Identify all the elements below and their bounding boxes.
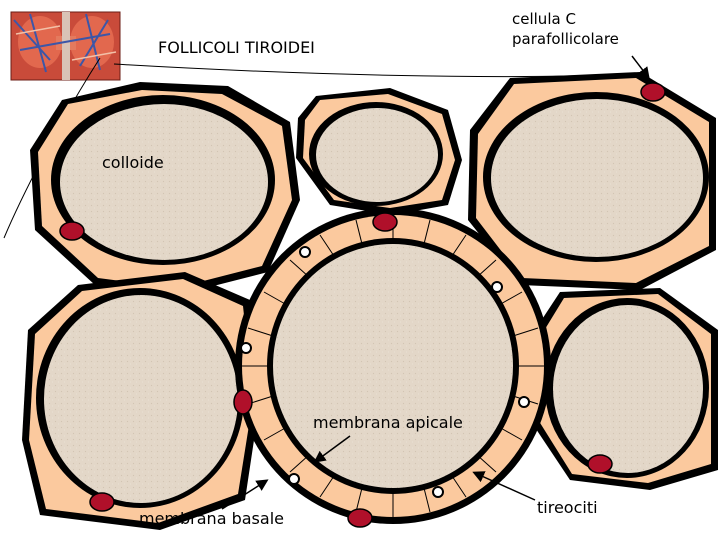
follicle-bottom-left: [22, 272, 260, 530]
vesicle-icon: [240, 342, 252, 354]
vesicles: [240, 246, 530, 498]
c-cell-icon: [233, 389, 253, 415]
c-cells: [59, 82, 666, 528]
label-apical-membrane: membrana apicale: [313, 413, 463, 432]
label-thyrocytes: tireociti: [537, 498, 598, 517]
c-cell-icon: [372, 212, 398, 232]
arrow-icon: [631, 55, 650, 80]
label-colloid: colloide: [102, 153, 164, 172]
c-cell-icon: [89, 492, 115, 512]
diagram-title: FOLLICOLI TIROIDEI: [158, 38, 315, 57]
vesicle-icon: [518, 396, 530, 408]
vesicle-icon: [491, 281, 503, 293]
label-c-cell-line-2: parafollicolare: [512, 30, 619, 48]
follicle-top-right: [468, 72, 716, 290]
follicle-top-middle: [296, 88, 462, 215]
arrow-icon: [221, 479, 269, 510]
vesicle-icon: [432, 486, 444, 498]
label-basal-membrane: membrana basale: [139, 509, 284, 528]
arrows: [221, 55, 650, 510]
c-cell-icon: [640, 82, 666, 102]
callout-line-right: [113, 63, 641, 78]
c-cell-icon: [59, 221, 85, 241]
vesicle-icon: [288, 473, 300, 485]
c-cell-icon: [347, 508, 373, 528]
arrow-icon: [472, 471, 536, 501]
arrow-icon: [313, 435, 351, 463]
vesicle-icon: [299, 246, 311, 258]
c-cell-icon: [587, 454, 613, 474]
thyroid-gland-thumbnail-icon: [10, 11, 121, 81]
follicle-bottom-right: [530, 288, 718, 490]
follicle-top-left: [30, 82, 300, 295]
label-c-cell-line-1: cellula C: [512, 10, 576, 28]
follicle-central: [235, 208, 551, 524]
